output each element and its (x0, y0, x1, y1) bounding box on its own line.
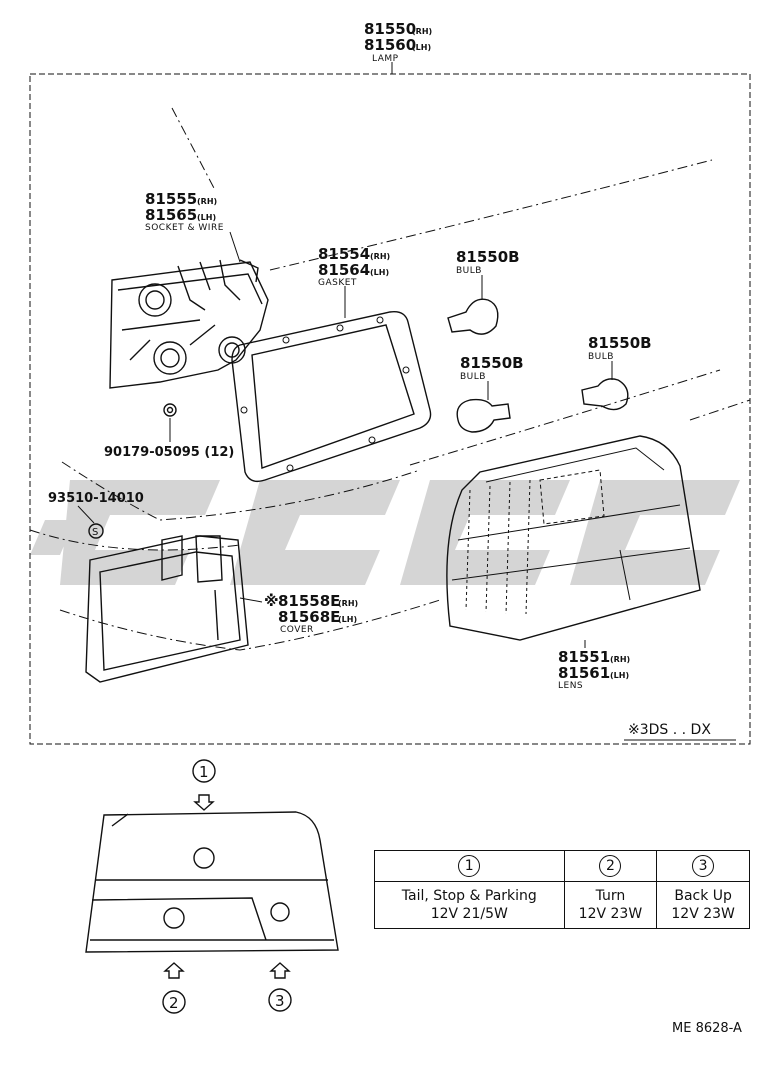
svg-text:2: 2 (169, 994, 179, 1012)
svg-text:81554: 81554 (318, 245, 370, 263)
lens-label: 81551 (RH) 81561 (LH) LENS (558, 648, 630, 691)
model-note: ※3DS . . DX (628, 722, 711, 738)
table-header-row: 1 2 3 (374, 850, 750, 882)
svg-text:81550: 81550 (364, 20, 416, 38)
spec-cell-backup: Back Up 12V 23W (656, 881, 750, 929)
svg-text:81568E: 81568E (278, 608, 340, 626)
socket-and-wire (109, 259, 269, 389)
nut-label: 90179-05095 (12) (104, 445, 234, 460)
svg-text:(RH): (RH) (338, 599, 358, 608)
svg-text:BULB: BULB (588, 352, 614, 362)
drawing-code: ME 8628-A (672, 1021, 742, 1036)
bulb-top (447, 298, 499, 335)
header-cell-1: 1 (374, 850, 565, 882)
gasket-label: 81554 (RH) 81564 (LH) GASKET (318, 245, 390, 288)
spec-cell-tail-stop: Tail, Stop & Parking 12V 21/5W (374, 881, 565, 929)
svg-text:BULB: BULB (456, 266, 482, 276)
svg-text:S: S (92, 527, 98, 538)
header-cell-3: 3 (656, 850, 750, 882)
socket-label: 81555 (RH) 81565 (LH) SOCKET & WIRE (145, 190, 224, 233)
gasket (231, 311, 432, 483)
svg-text:(RH): (RH) (412, 27, 432, 36)
svg-text:81550B: 81550B (588, 334, 652, 352)
svg-text:81550B: 81550B (460, 354, 524, 372)
body-outline (29, 107, 751, 651)
lens (446, 435, 701, 641)
svg-text:BULB: BULB (460, 372, 486, 382)
cover-label: ※ 81558E (RH) 81568E (LH) COVER (264, 592, 358, 635)
svg-text:(LH): (LH) (412, 43, 431, 52)
svg-text:1: 1 (199, 763, 209, 781)
bulb-right (581, 378, 629, 411)
svg-text:81565: 81565 (145, 206, 197, 224)
bulb-mid (456, 398, 511, 433)
lamp-front-view (85, 811, 339, 953)
screw-label: 93510-14010 (48, 491, 144, 506)
callout-2: 2 (162, 962, 186, 1014)
svg-text:81550B: 81550B (456, 248, 520, 266)
svg-text:(RH): (RH) (197, 197, 217, 206)
svg-text:(LH): (LH) (610, 671, 629, 680)
svg-text:GASKET: GASKET (318, 278, 357, 288)
svg-text:(RH): (RH) (610, 655, 630, 664)
svg-text:(LH): (LH) (197, 213, 216, 222)
callout-1: 1 (192, 759, 216, 811)
svg-text:LENS: LENS (558, 681, 583, 691)
svg-text:81558E: 81558E (278, 592, 340, 610)
svg-text:(LH): (LH) (370, 268, 389, 277)
nut (163, 403, 177, 417)
svg-text:81555: 81555 (145, 190, 197, 208)
callout-3: 3 (268, 962, 292, 1012)
bulb-spec-table: 1 2 3 Tail, Stop & Parking 12V 21/5W Tur… (374, 850, 750, 929)
lamp-label: 81550 (RH) 81560 (LH) LAMP (364, 20, 432, 64)
bulb-right-label: 81550B BULB (588, 334, 652, 362)
bulb-top-label: 81550B BULB (456, 248, 520, 276)
svg-text:81560: 81560 (364, 36, 416, 54)
svg-text:COVER: COVER (280, 625, 314, 635)
svg-text:3: 3 (275, 992, 285, 1010)
assembly-boundary (29, 73, 751, 745)
spec-cell-turn: Turn 12V 23W (563, 881, 658, 929)
screw: S (88, 523, 104, 539)
svg-text:81564: 81564 (318, 261, 370, 279)
svg-text:※: ※ (264, 592, 279, 610)
table-row: Tail, Stop & Parking 12V 21/5W Turn 12V … (374, 881, 750, 929)
cover (85, 535, 249, 683)
svg-text:(RH): (RH) (370, 252, 390, 261)
svg-text:(LH): (LH) (338, 615, 357, 624)
svg-text:SOCKET & WIRE: SOCKET & WIRE (145, 223, 224, 233)
svg-text:81561: 81561 (558, 664, 610, 682)
header-cell-2: 2 (563, 850, 658, 882)
svg-text:81551: 81551 (558, 648, 610, 666)
svg-text:LAMP: LAMP (372, 54, 399, 64)
bulb-mid-label: 81550B BULB (460, 354, 524, 382)
